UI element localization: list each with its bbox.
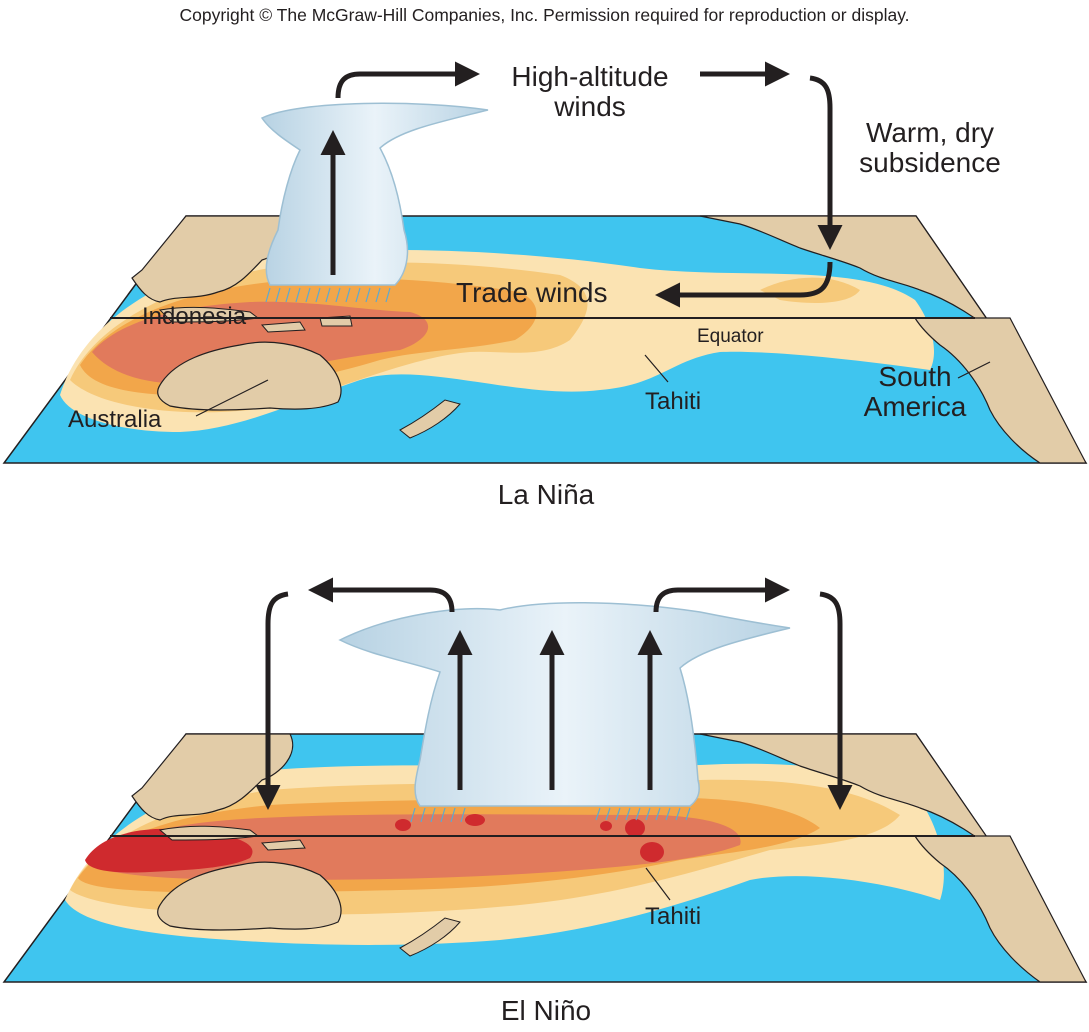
el-nino-land-asia bbox=[131, 733, 294, 821]
la-nina-subsidence-label: Warm, dry subsidence bbox=[859, 117, 1001, 179]
la-nina-tahiti-label: Tahiti bbox=[645, 388, 702, 415]
la-nina-indonesia-label: Indonesia bbox=[142, 303, 247, 330]
el-nino-panel bbox=[2, 577, 1088, 983]
el-nino-land-north-america bbox=[699, 733, 1001, 857]
la-nina-tahiti-leader bbox=[644, 354, 669, 383]
la-nina-land-north-america bbox=[699, 215, 1001, 339]
la-nina-land-south-america bbox=[913, 317, 1087, 464]
la-nina-subsidence-arrow bbox=[809, 75, 843, 250]
el-nino-subsidence-arrow-west bbox=[255, 591, 289, 810]
copyright-notice: Copyright © The McGraw-Hill Companies, I… bbox=[179, 5, 910, 25]
la-nina-australia-leader bbox=[195, 379, 269, 417]
el-nino-subsidence-arrow-east bbox=[819, 591, 853, 810]
la-nina-south-america-label: South America bbox=[863, 361, 967, 423]
la-nina-panel bbox=[2, 61, 1088, 464]
la-nina-equator-label: Equator bbox=[697, 326, 764, 347]
la-nina-land-new-zealand bbox=[399, 399, 461, 439]
la-nina-high-altitude-arrow-left bbox=[335, 61, 480, 99]
el-nino-high-altitude-arrow-east bbox=[653, 577, 790, 613]
la-nina-trade-winds-label: Trade winds bbox=[456, 277, 608, 308]
la-nina-cloud bbox=[260, 102, 489, 303]
el-nino-land-south-america bbox=[913, 835, 1087, 983]
el-nino-tahiti-label: Tahiti bbox=[645, 903, 702, 930]
el-nino-tahiti-leader bbox=[645, 867, 671, 901]
el-nino-land-new-zealand bbox=[399, 917, 461, 957]
el-nino-caption: El Niño bbox=[500, 995, 592, 1026]
la-nina-high-altitude-winds-label: High-altitude winds bbox=[511, 61, 669, 123]
el-nino-high-altitude-arrow-west bbox=[308, 577, 455, 613]
la-nina-trade-winds-arrow bbox=[655, 261, 833, 308]
la-nina-australia-label: Australia bbox=[68, 406, 162, 433]
la-nina-land-australia bbox=[157, 341, 342, 411]
la-nina-south-america-leader bbox=[957, 361, 991, 379]
el-nino-land-australia bbox=[157, 861, 342, 931]
la-nina-caption: La Niña bbox=[497, 479, 595, 510]
